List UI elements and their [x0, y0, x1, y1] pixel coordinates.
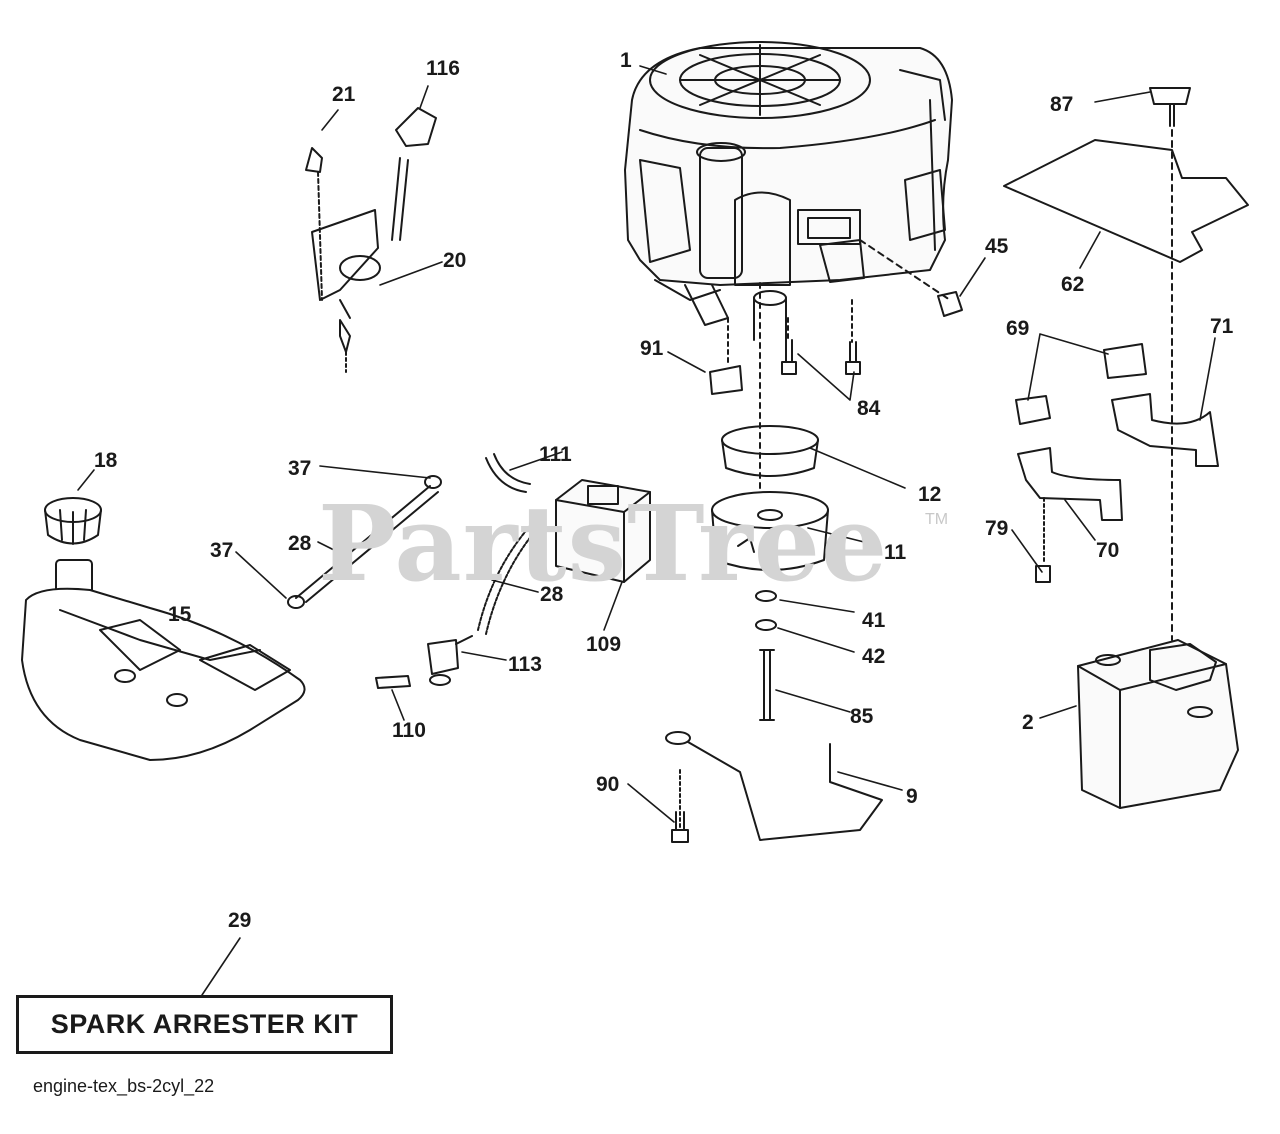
callout-91: 91 [640, 337, 664, 360]
spark-arrester-kit-label: SPARK ARRESTER KIT [50, 1009, 359, 1039]
callout-84: 84 [857, 397, 881, 420]
callout-116: 116 [426, 57, 460, 80]
trademark-mark: TM [925, 511, 949, 528]
fuel-lines-part [287, 453, 537, 635]
callout-45: 45 [985, 235, 1009, 258]
callout-69: 69 [1006, 317, 1030, 340]
callout-71: 71 [1210, 315, 1234, 338]
callout-87: 87 [1050, 93, 1074, 116]
callout-111: 111 [539, 443, 572, 466]
callout-79: 79 [985, 517, 1009, 540]
callout-12: 12 [918, 483, 942, 506]
callout-1: 1 [620, 49, 632, 72]
callout-18: 18 [94, 449, 118, 472]
engine-part [624, 41, 953, 326]
callout-109: 109 [586, 633, 622, 656]
callout-90: 90 [596, 773, 620, 796]
callout-28-right: 28 [540, 583, 564, 606]
throttle-control-part [305, 107, 437, 373]
callout-41: 41 [862, 609, 886, 632]
callout-15: 15 [168, 603, 192, 626]
callout-37-top: 37 [288, 457, 312, 480]
engine-bolts-part [709, 291, 963, 395]
diagram-code: engine-tex_bs-2cyl_22 [33, 1076, 215, 1096]
heat-shield-part [1003, 87, 1249, 641]
muffler-part [1077, 639, 1239, 809]
spark-arrester-kit-box: SPARK ARRESTER KIT [16, 995, 393, 1054]
fuel-cap-part [44, 497, 102, 545]
control-rod-part [665, 731, 883, 843]
callout-28-left: 28 [288, 532, 312, 555]
pto-clutch-part [711, 282, 829, 721]
callout-2: 2 [1022, 711, 1034, 734]
callout-70: 70 [1096, 539, 1120, 562]
callout-85: 85 [850, 705, 874, 728]
callout-11: 11 [884, 541, 907, 564]
callout-110: 110 [392, 719, 426, 742]
callout-37-bottom: 37 [210, 539, 234, 562]
callout-20: 20 [443, 249, 467, 272]
exhaust-pipe-part [1015, 343, 1219, 583]
fuel-fitting-part [375, 635, 473, 689]
partstree-watermark: PartsTree [318, 482, 889, 605]
callout-9: 9 [906, 785, 918, 808]
callout-29: 29 [228, 909, 252, 932]
callout-62: 62 [1061, 273, 1085, 296]
callout-21: 21 [332, 83, 356, 106]
fuel-filter-part [555, 479, 651, 583]
callout-42: 42 [862, 645, 886, 668]
fuel-tank-part [21, 559, 306, 761]
callout-113: 113 [508, 653, 542, 676]
